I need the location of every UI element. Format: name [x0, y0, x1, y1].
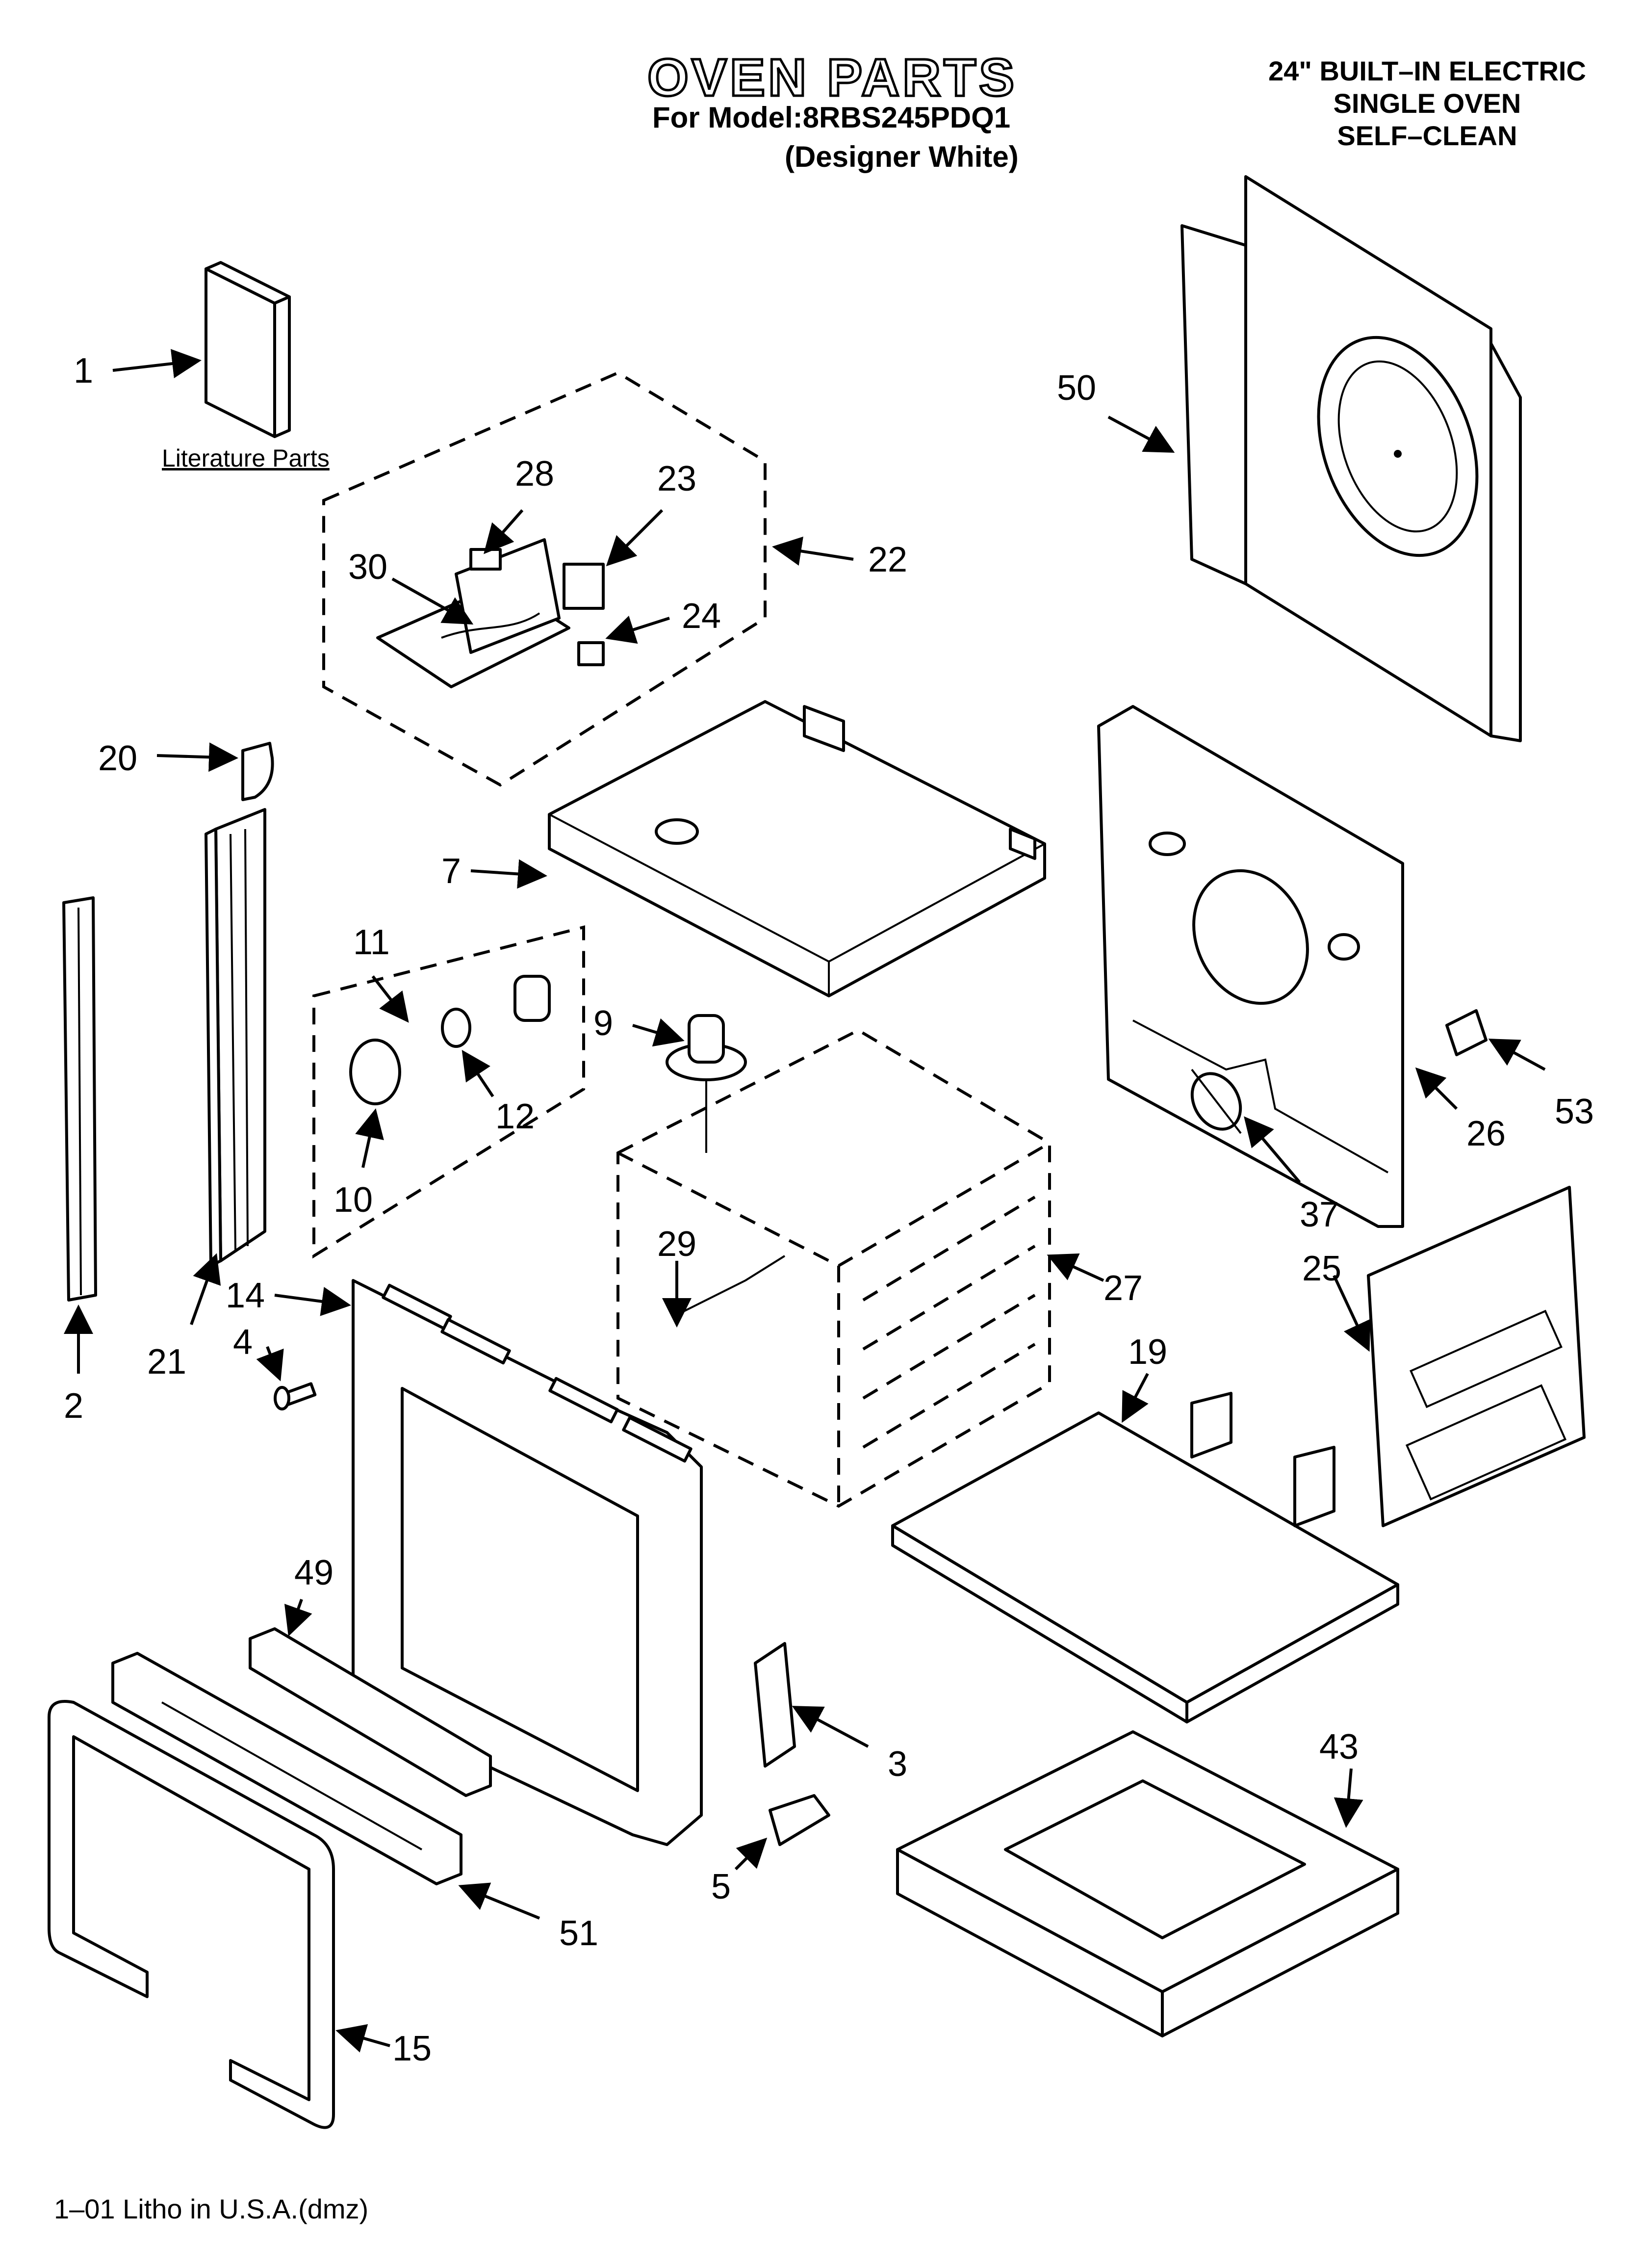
callout-7: 7 — [441, 852, 461, 891]
callout-25: 25 — [1302, 1249, 1341, 1288]
part-bottom-pan — [896, 1730, 1399, 2037]
part-door-gasket — [48, 1700, 335, 2129]
part-thermal-limiter — [1190, 1069, 1242, 1134]
part-side-trim — [205, 808, 266, 1267]
callout-4: 4 — [233, 1323, 253, 1362]
callout-14: 14 — [226, 1276, 265, 1315]
part-vent-rail — [62, 896, 97, 1302]
part-rear-cavity-wall — [1097, 705, 1404, 1228]
part-side-panel — [1367, 1186, 1586, 1527]
callout-21: 21 — [147, 1342, 186, 1382]
part-convection-motor — [666, 1014, 747, 1153]
leader-lines — [64, 349, 1546, 2053]
callout-53: 53 — [1555, 1092, 1594, 1131]
product-type-line-3: SELF–CLEAN — [1337, 120, 1517, 151]
callout-22: 22 — [868, 540, 907, 579]
part-vent — [249, 1627, 492, 1797]
part-selector-knob-group — [312, 925, 585, 1259]
callout-9: 9 — [593, 1004, 613, 1043]
part-front-trim — [111, 1652, 462, 1885]
callout-43: 43 — [1319, 1727, 1359, 1767]
callout-37: 37 — [1300, 1195, 1339, 1234]
callout-50: 50 — [1057, 368, 1096, 408]
page-title: OVEN PARTS — [646, 47, 1018, 108]
product-type-line-1: 24" BUILT–IN ELECTRIC — [1268, 55, 1586, 86]
model-color: (Designer White) — [785, 140, 1019, 173]
callout-28: 28 — [515, 454, 554, 494]
part-control-bracket-assembly — [322, 371, 767, 787]
literature-parts-caption: Literature Parts — [162, 444, 330, 472]
part-clip — [1445, 1009, 1488, 1056]
callout-29: 29 — [657, 1225, 696, 1264]
product-type-line-2: SINGLE OVEN — [1333, 88, 1521, 119]
callout-2: 2 — [64, 1386, 83, 1426]
callout-1: 1 — [74, 351, 93, 391]
part-cap — [241, 742, 274, 801]
part-oven-cavity — [616, 1028, 1051, 1508]
part-front-frame — [352, 1279, 703, 1846]
part-rear-panel — [1180, 175, 1522, 742]
part-bottom-shield — [891, 1392, 1399, 1723]
callout-19: 19 — [1128, 1332, 1167, 1372]
callout-49: 49 — [294, 1553, 334, 1592]
callout-26: 26 — [1466, 1114, 1506, 1153]
part-screw — [274, 1382, 317, 1410]
callout-23: 23 — [657, 459, 696, 498]
part-bracket — [754, 1642, 796, 1768]
callout-11: 11 — [353, 923, 390, 962]
callout-5: 5 — [711, 1867, 731, 1906]
callout-51: 51 — [559, 1914, 598, 1953]
callout-24: 24 — [682, 597, 721, 636]
model-number: For Model:8RBS245PDQ1 — [652, 101, 1011, 134]
callout-20: 20 — [98, 739, 137, 778]
callout-12: 12 — [495, 1097, 535, 1136]
callout-10: 10 — [334, 1180, 373, 1220]
callout-labels: 1 28 23 22 30 24 20 7 11 9 12 10 29 14 4… — [64, 351, 1594, 2068]
callout-3: 3 — [888, 1745, 907, 1784]
callout-30: 30 — [348, 547, 387, 587]
product-type: 24" BUILT–IN ELECTRIC SINGLE OVEN SELF–C… — [1256, 55, 1599, 152]
part-top-panel — [548, 700, 1046, 997]
part-literature — [205, 261, 291, 438]
print-footer: 1–01 Litho in U.S.A.(dmz) — [54, 2193, 369, 2224]
callout-15: 15 — [392, 2029, 432, 2068]
callout-27: 27 — [1103, 1269, 1143, 1308]
part-small-bracket — [769, 1794, 830, 1846]
